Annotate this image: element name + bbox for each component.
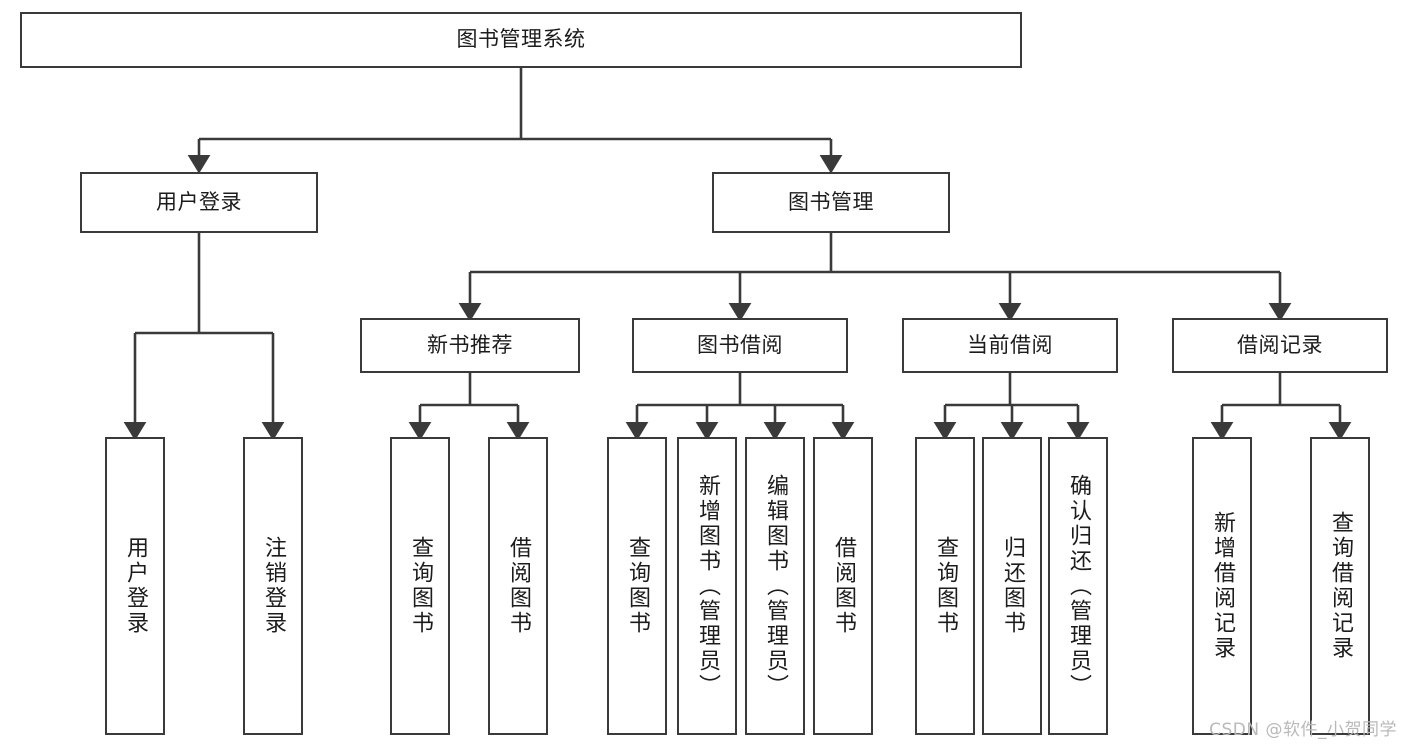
node-label: 编辑图书（管理员） bbox=[763, 473, 788, 699]
watermark: CSDN @软件_小贺同学 bbox=[1209, 720, 1397, 740]
node-user-login: 用户登录 bbox=[80, 172, 318, 233]
node-label: 查询图书 bbox=[933, 536, 958, 636]
node-leaf-confirm-ret: 确认归还（管理员） bbox=[1048, 437, 1108, 735]
node-book-borrow: 图书借阅 bbox=[632, 318, 848, 373]
node-leaf-query-book-2: 查询图书 bbox=[607, 437, 667, 735]
node-label: 新增图书（管理员） bbox=[695, 473, 720, 699]
node-leaf-add-book: 新增图书（管理员） bbox=[677, 437, 737, 735]
node-label: 图书借阅 bbox=[697, 332, 783, 357]
node-leaf-logout: 注销登录 bbox=[243, 437, 303, 735]
node-label: 当前借阅 bbox=[967, 332, 1053, 357]
node-label: 确认归还（管理员） bbox=[1066, 473, 1091, 699]
node-label: 查询图书 bbox=[625, 536, 650, 636]
node-label: 新增借阅记录 bbox=[1210, 511, 1235, 661]
node-leaf-edit-book: 编辑图书（管理员） bbox=[745, 437, 805, 735]
node-leaf-borrow-book-1: 借阅图书 bbox=[488, 437, 548, 735]
node-label: 注销登录 bbox=[261, 536, 286, 636]
node-leaf-user-login: 用户登录 bbox=[105, 437, 165, 735]
node-label: 借阅图书 bbox=[506, 536, 531, 636]
node-current-borrow: 当前借阅 bbox=[902, 318, 1118, 373]
node-leaf-borrow-book-2: 借阅图书 bbox=[813, 437, 873, 735]
node-leaf-query-book-1: 查询图书 bbox=[390, 437, 450, 735]
node-label: 图书管理系统 bbox=[456, 27, 586, 52]
node-leaf-query-record: 查询借阅记录 bbox=[1310, 437, 1370, 735]
node-leaf-add-record: 新增借阅记录 bbox=[1192, 437, 1252, 735]
node-label: 用户登录 bbox=[123, 536, 148, 636]
node-label: 借阅记录 bbox=[1237, 332, 1323, 357]
node-label: 归还图书 bbox=[1000, 536, 1025, 636]
node-leaf-query-book-3: 查询图书 bbox=[915, 437, 975, 735]
node-leaf-return-book: 归还图书 bbox=[982, 437, 1042, 735]
node-label: 用户登录 bbox=[156, 189, 242, 214]
node-label: 查询图书 bbox=[408, 536, 433, 636]
node-new-book-rec: 新书推荐 bbox=[360, 318, 580, 373]
node-book-manage: 图书管理 bbox=[712, 172, 950, 233]
node-label: 查询借阅记录 bbox=[1328, 511, 1353, 661]
node-label: 图书管理 bbox=[788, 189, 874, 214]
node-borrow-record: 借阅记录 bbox=[1172, 318, 1388, 373]
node-label: 新书推荐 bbox=[427, 332, 513, 357]
node-root: 图书管理系统 bbox=[20, 12, 1022, 68]
node-label: 借阅图书 bbox=[831, 536, 856, 636]
